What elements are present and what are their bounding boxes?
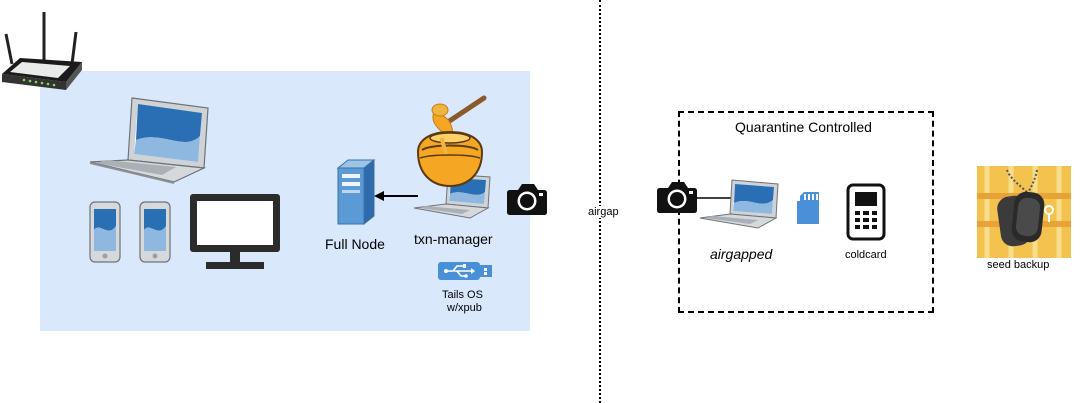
laptop-icon	[89, 97, 209, 184]
tails-os-label: Tails OS	[442, 289, 483, 301]
router-icon	[2, 12, 82, 90]
server-icon	[336, 158, 376, 226]
seed-backup-label: seed backup	[987, 259, 1050, 271]
camera-icon	[507, 184, 547, 215]
coldcard-label: coldcard	[845, 249, 887, 261]
usb-drive-icon	[438, 262, 492, 280]
tablet-icon	[89, 201, 121, 263]
sd-card-icon	[797, 192, 819, 224]
laptop-icon	[699, 179, 779, 229]
quarantine-label: Quarantine Controlled	[735, 119, 872, 135]
tails-os-sublabel: w/xpub	[447, 302, 482, 314]
hardware-wallet-icon	[846, 183, 886, 241]
airgapped-label: airgapped	[710, 246, 773, 262]
monitor-icon	[190, 194, 280, 269]
connector-line	[697, 197, 737, 199]
dog-tags-icon	[977, 166, 1071, 258]
tablet-icon	[139, 201, 171, 263]
airgap-divider	[599, 0, 601, 403]
camera-icon	[657, 182, 697, 213]
airgap-label: airgap	[587, 206, 620, 218]
txn-manager-label: txn-manager	[414, 231, 493, 247]
arrow-icon	[374, 191, 418, 201]
full-node-label: Full Node	[325, 236, 385, 252]
honey-pot-icon	[416, 95, 487, 188]
